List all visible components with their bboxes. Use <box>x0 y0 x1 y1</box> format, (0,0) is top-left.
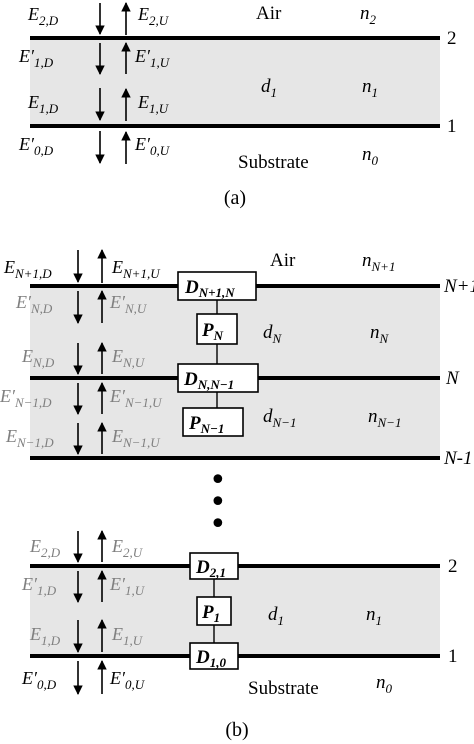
field-down-label: E′N−1,D <box>0 386 52 410</box>
field-down-label: E′0,D <box>18 134 54 158</box>
field-down-label: E2,D <box>29 536 61 560</box>
thickness-label: dN−1 <box>263 406 296 430</box>
svg-text:PN: PN <box>201 320 224 343</box>
field-up-label: E′0,U <box>134 134 171 158</box>
thickness-label: d1 <box>268 604 284 628</box>
propagation-matrix-box: P1 <box>196 596 232 626</box>
svg-text:D1,0: D1,0 <box>195 647 226 670</box>
medium-bottom-label: Substrate <box>248 678 319 699</box>
interface-number-label: N-1 <box>443 448 473 469</box>
refractive-index-label: n1 <box>366 604 382 628</box>
field-up-label: E′1,U <box>109 574 146 598</box>
refractive-index-label: n2 <box>360 3 377 27</box>
refractive-index-label: nN <box>370 322 390 346</box>
field-up-label: E2,U <box>137 4 170 28</box>
field-up-label: E′N,U <box>109 292 148 316</box>
medium-top-label: Air <box>256 3 282 24</box>
medium-top-label: Air <box>270 250 296 271</box>
svg-text:PN−1: PN−1 <box>188 413 224 436</box>
field-arrows-a <box>95 2 131 164</box>
svg-text:P1: P1 <box>201 602 220 625</box>
dynamical-matrix-box: D1,0 <box>189 642 239 670</box>
svg-text:D2,1: D2,1 <box>195 557 226 580</box>
field-up-label: EN+1,U <box>111 257 161 281</box>
refractive-index-label: n1 <box>362 76 378 100</box>
field-up-label: E′N−1,U <box>109 386 163 410</box>
field-down-label: E′0,D <box>21 668 57 692</box>
panel-b-caption: (b) <box>225 719 248 741</box>
panel-b: EN+1,D EN+1,U E′N,D E′N,U EN,D EN,U E′N−… <box>0 249 474 741</box>
field-up-label: E2,U <box>111 536 144 560</box>
interface-number-label: 2 <box>447 28 457 49</box>
panel-a: E2,D E2,U E′1,D E′1,U E1,D E1,U E′0,D E′… <box>18 2 457 209</box>
refractive-index-label: nN+1 <box>362 250 395 274</box>
panel-a-caption: (a) <box>224 187 246 209</box>
ellipsis-dot: • <box>209 463 227 498</box>
interface-number-label: 1 <box>448 646 458 667</box>
field-down-label: E1,D <box>27 92 59 116</box>
thickness-label: d1 <box>261 76 277 100</box>
field-up-label: EN,U <box>111 346 146 370</box>
field-down-label: E′N,D <box>15 292 53 316</box>
field-down-label: E1,D <box>29 624 61 648</box>
interface-number-label: 2 <box>448 556 458 577</box>
ellipsis-dot: • <box>209 507 227 542</box>
field-up-label: E′0,U <box>109 668 146 692</box>
medium-bottom-label: Substrate <box>238 152 309 173</box>
interface-number-label: N <box>445 368 460 389</box>
propagation-matrix-box: PN <box>196 313 238 345</box>
field-down-label: EN,D <box>21 346 55 370</box>
field-up-label: EN−1,U <box>111 426 161 450</box>
field-down-label: EN−1,D <box>5 426 54 450</box>
field-up-label: E′1,U <box>134 46 171 70</box>
field-down-label: E′1,D <box>21 574 57 598</box>
dynamical-matrix-box: DN+1,N <box>177 271 257 301</box>
thickness-label: dN <box>263 322 283 346</box>
propagation-matrix-box: PN−1 <box>182 407 244 437</box>
field-down-label: E′1,D <box>18 46 54 70</box>
refractive-index-label: nN−1 <box>368 406 401 430</box>
interface-number-label: N+1 <box>443 276 474 297</box>
field-down-label: EN+1,D <box>3 257 52 281</box>
dynamical-matrix-box: D2,1 <box>189 552 239 580</box>
refractive-index-label: n0 <box>376 672 393 696</box>
field-up-label: E1,U <box>111 624 144 648</box>
field-up-label: E1,U <box>137 92 170 116</box>
svg-text:DN+1,N: DN+1,N <box>184 277 235 300</box>
layer-1-a <box>30 38 440 126</box>
field-down-label: E2,D <box>27 4 59 28</box>
svg-text:DN,N−1: DN,N−1 <box>183 369 234 392</box>
layer-1-b <box>30 566 440 656</box>
ellipsis-dot: • <box>209 485 227 520</box>
interface-number-label: 1 <box>447 116 457 137</box>
refractive-index-label: n0 <box>362 144 379 168</box>
field-arrows-b <box>73 249 107 695</box>
dynamical-matrix-box: DN,N−1 <box>177 363 259 393</box>
